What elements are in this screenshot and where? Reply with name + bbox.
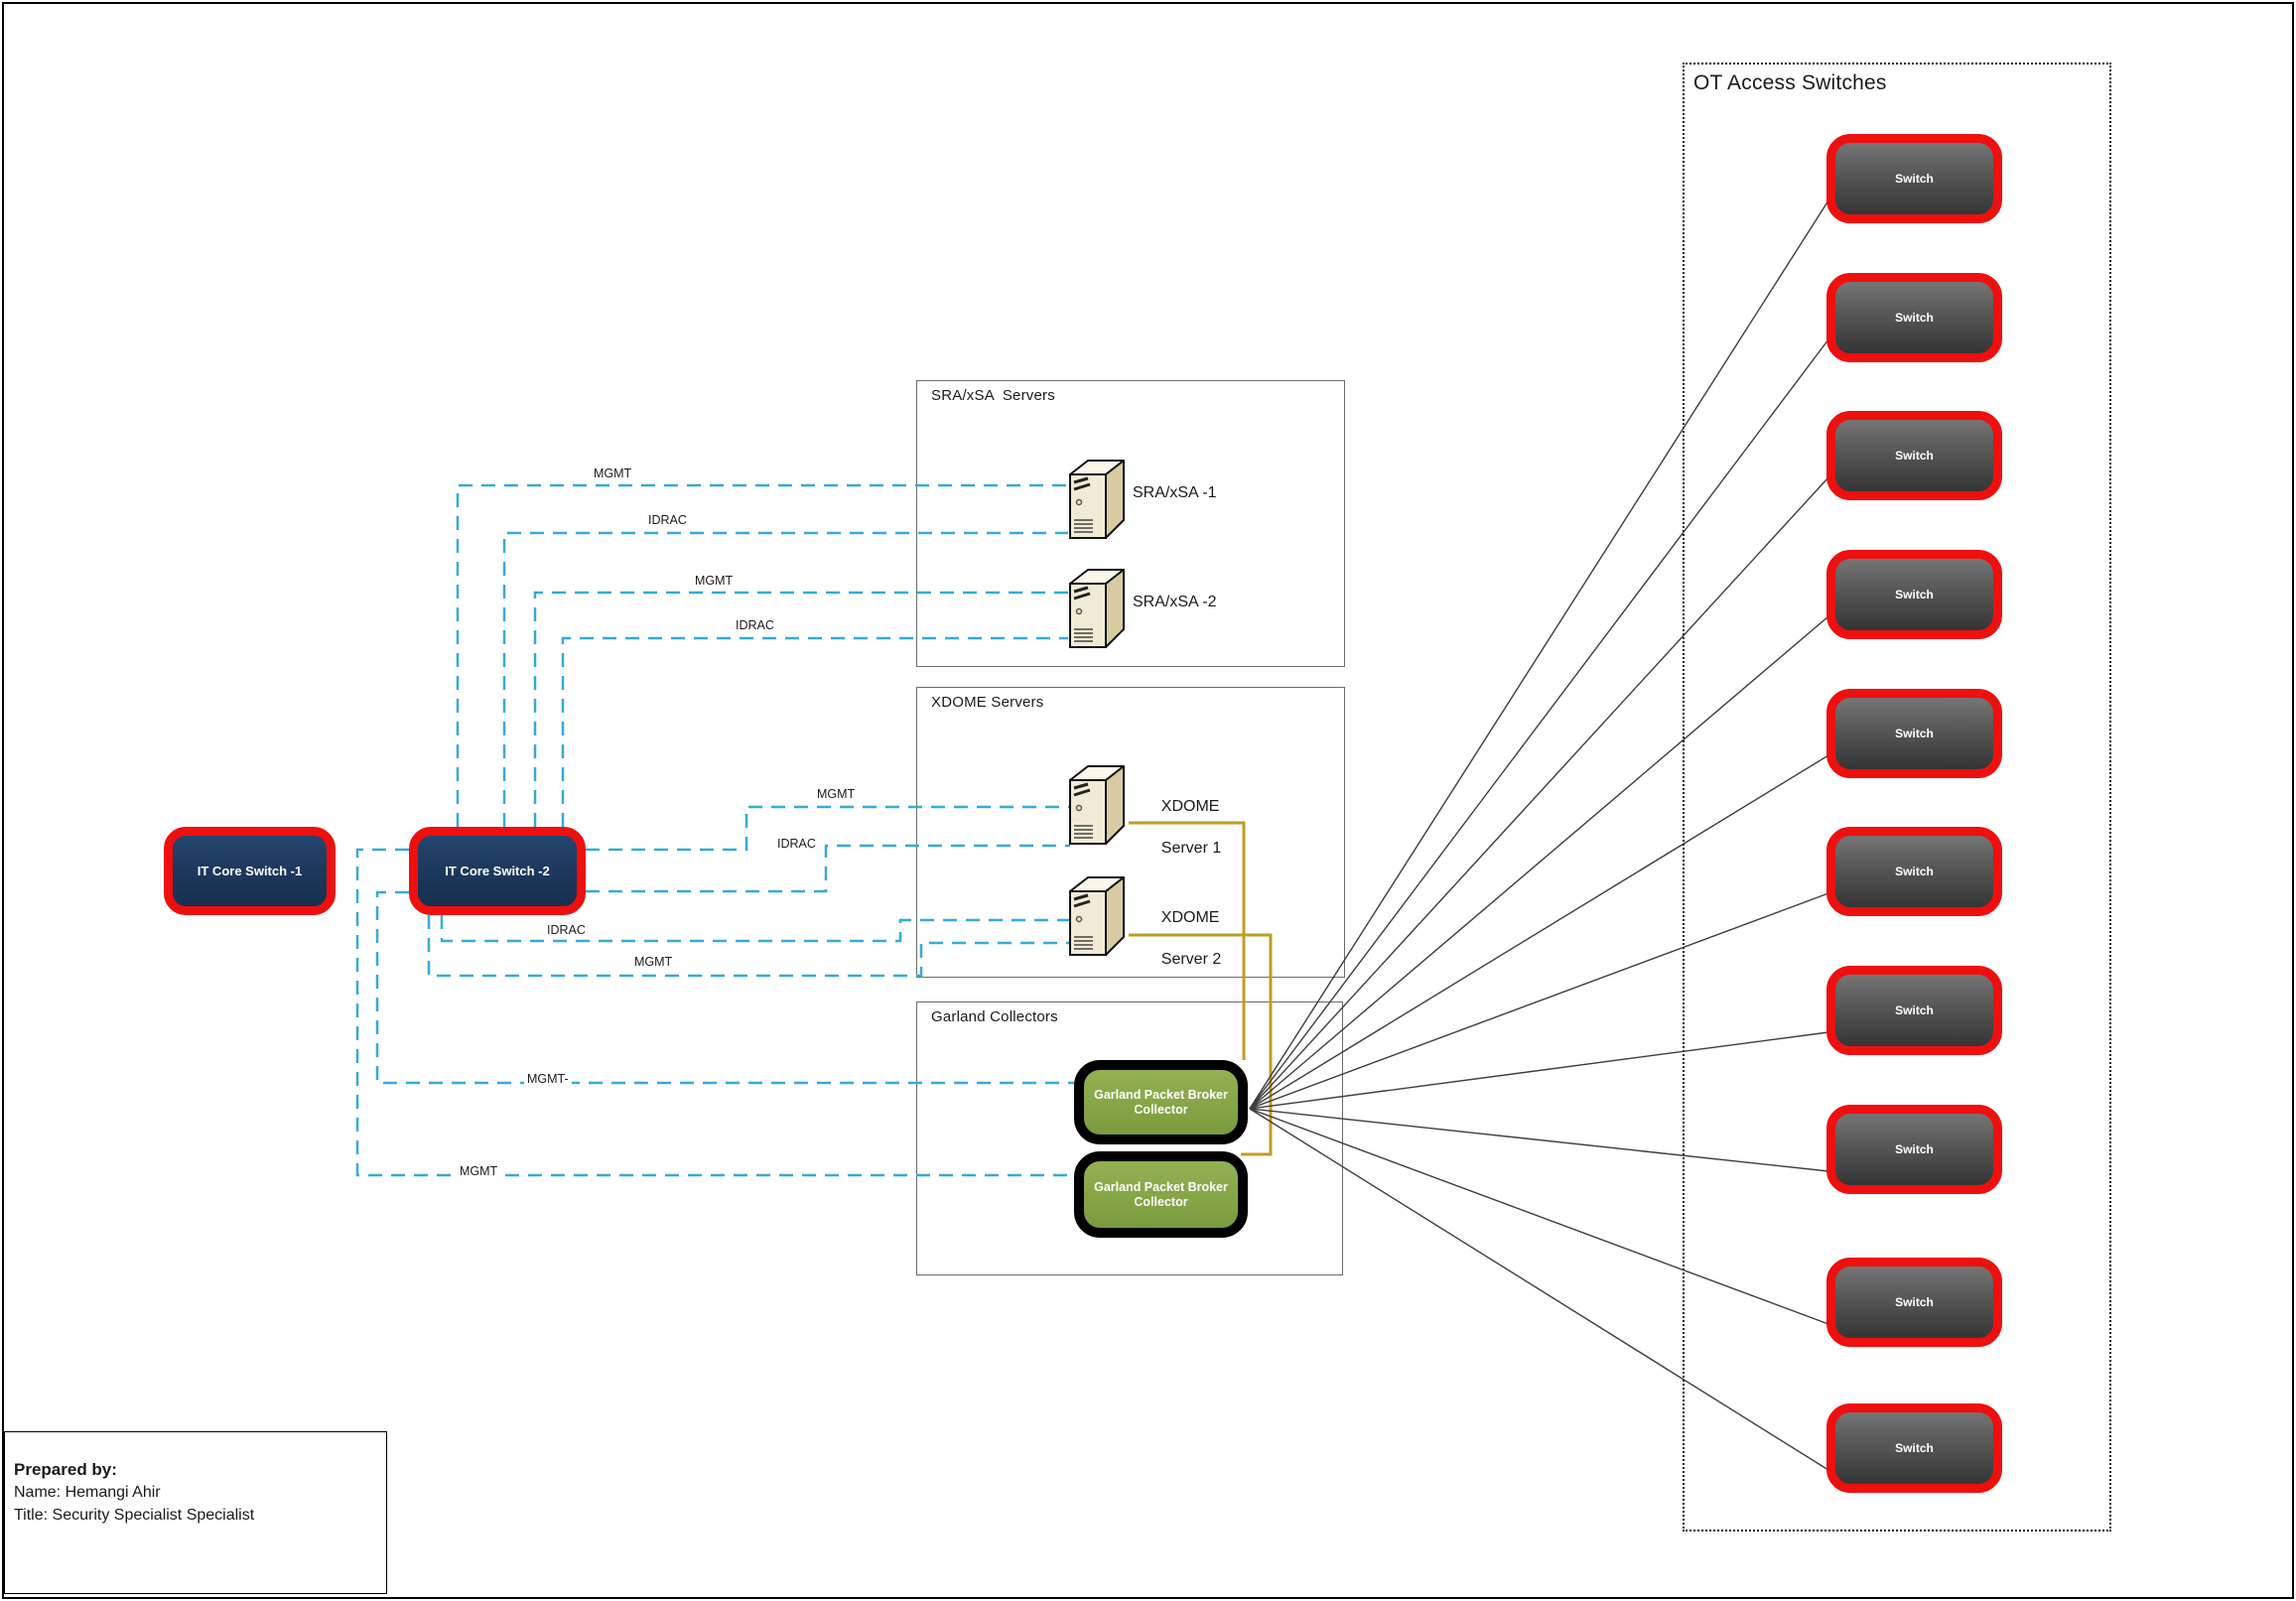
xdome-server-1-line2: Server 1 [1160,840,1222,857]
sra-server-1-label: SRA/xSA -1 [1133,484,1217,501]
ot-switch-label: Switch [1895,727,1934,740]
prepared-by-name: Name: Hemangi Ahir [14,1484,161,1501]
ot-switch-node-1: Switch [1826,134,2002,223]
connection-label-idrac-xdome2: IDRAC [544,923,589,937]
server-tower-icon [1069,876,1125,956]
ot-switch-label: Switch [1895,1142,1934,1156]
ot-switch-node-7: Switch [1826,966,2002,1055]
connection-label-mgmt-collector2: MGMT [457,1164,501,1178]
ot-switch-label: Switch [1895,1441,1934,1455]
ot-switch-label: Switch [1895,172,1934,186]
connection-label-mgmt-xdome2: MGMT [631,955,676,969]
it-core-switch-1-label: IT Core Switch -1 [197,864,303,878]
connection-label-mgmt-xdome1: MGMT [814,787,859,801]
ot-switch-node-4: Switch [1826,550,2002,639]
ot-switch-node-9: Switch [1826,1258,2002,1347]
ot-switch-label: Switch [1895,449,1934,463]
it-core-switch-2-node: IT Core Switch -2 [409,827,586,915]
connection-label-idrac-sra1: IDRAC [645,513,690,527]
server-tower-icon [1069,460,1125,539]
ot-switch-node-3: Switch [1826,411,2002,500]
prepared-by-title: Title: Security Specialist Specialist [14,1507,255,1524]
connection-label-idrac-sra2: IDRAC [733,618,777,632]
garland-collector-2-node: Garland Packet Broker Collector [1074,1151,1248,1238]
ot-switch-node-5: Switch [1826,689,2002,778]
ot-switch-label: Switch [1895,588,1934,601]
xdome-server-1-label: XDOME Server 1 [1144,775,1221,879]
ot-switch-node-6: Switch [1826,827,2002,916]
connection-label-idrac-xdome1: IDRAC [774,837,819,851]
sra-server-2-label: SRA/xSA -2 [1133,594,1217,610]
ot-switch-node-2: Switch [1826,273,2002,362]
xdome-server-2-line2: Server 2 [1160,951,1222,968]
ot-switch-label: Switch [1895,311,1934,325]
ot-box-title: OT Access Switches [1693,71,1887,94]
prepared-by-heading: Prepared by: [14,1460,117,1479]
server-tower-icon [1069,765,1125,845]
it-core-switch-1-node: IT Core Switch -1 [164,827,336,915]
xdome-server-2-label: XDOME Server 2 [1144,886,1221,991]
connection-label-mgmt-sra2: MGMT [692,574,737,588]
xdome-server-1-line1: XDOME [1160,798,1220,815]
ot-switch-node-10: Switch [1826,1403,2002,1493]
prepared-by-box: Prepared by: Name: Hemangi Ahir Title: S… [4,1431,387,1594]
ot-switch-label: Switch [1895,1295,1934,1309]
garland-collector-2-label: Garland Packet Broker Collector [1094,1179,1228,1209]
xdome-server-2-line1: XDOME [1160,909,1220,926]
xdome-servers-box [916,687,1345,978]
ot-switch-label: Switch [1895,1003,1934,1017]
xdome-box-title: XDOME Servers [931,694,1044,711]
it-core-switch-2-label: IT Core Switch -2 [445,864,550,878]
sra-box-title: SRA/xSA Servers [931,387,1055,404]
connection-label-mgmt-sra1: MGMT [591,467,635,480]
garland-box-title: Garland Collectors [931,1008,1058,1025]
ot-switch-node-8: Switch [1826,1105,2002,1194]
server-tower-icon [1069,569,1125,648]
sra-servers-box [916,380,1345,667]
garland-collector-1-label: Garland Packet Broker Collector [1094,1087,1228,1117]
connection-label-mgmt-collector1: MGMT- [524,1072,572,1086]
garland-collector-1-node: Garland Packet Broker Collector [1074,1060,1248,1144]
ot-switch-label: Switch [1895,865,1934,878]
